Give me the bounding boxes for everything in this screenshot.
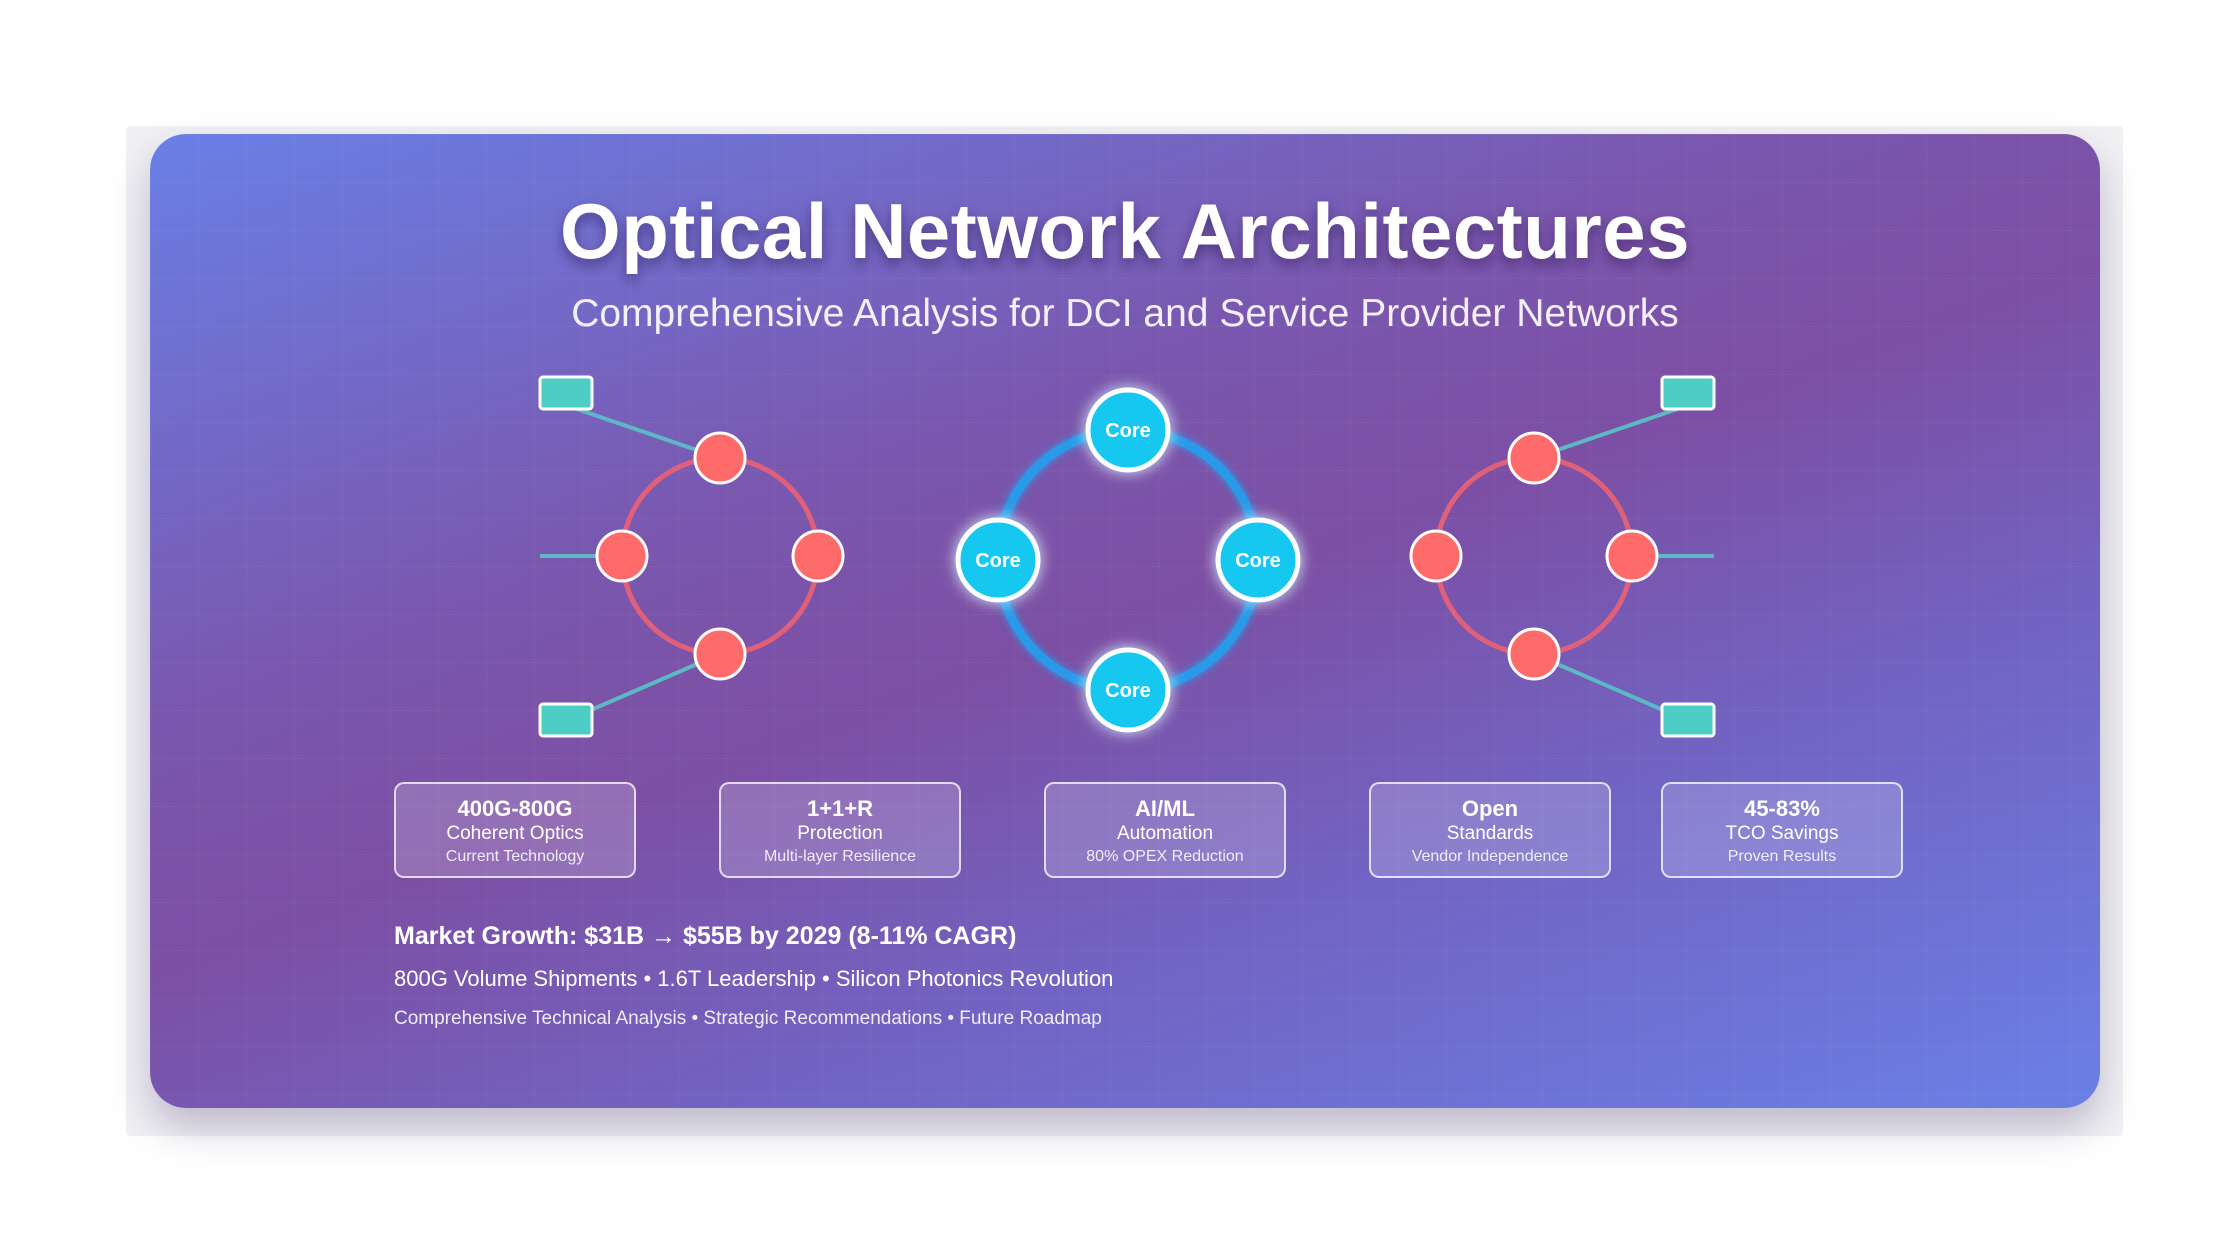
feature-card-automation: AI/ML Automation 80% OPEX Reduction bbox=[1044, 782, 1286, 878]
card-subheading: Automation bbox=[1116, 823, 1214, 844]
page-title: Optical Network Architectures bbox=[560, 187, 1690, 275]
feature-card-tco-savings: 45-83% TCO Savings Proven Results bbox=[1661, 782, 1903, 878]
right-ring-node-top bbox=[1507, 431, 1561, 485]
card-heading: 400G-800G bbox=[457, 796, 573, 821]
core-ring-network: Core Core Core Core bbox=[955, 387, 1301, 733]
left-ring-node-bottom bbox=[693, 627, 747, 681]
left-terminal-bottom bbox=[538, 702, 594, 738]
core-node-bottom: Core bbox=[1085, 647, 1171, 733]
core-node-top-label: Core bbox=[1105, 420, 1151, 442]
highlights-line: 800G Volume Shipments • 1.6T Leadership … bbox=[394, 966, 1114, 991]
card-subheading: TCO Savings bbox=[1725, 823, 1839, 844]
right-ring bbox=[1433, 455, 1635, 657]
page-subtitle: Comprehensive Analysis for DCI and Servi… bbox=[571, 292, 1679, 335]
core-node-left: Core bbox=[955, 517, 1041, 603]
card-subheading: Protection bbox=[797, 823, 883, 844]
left-terminal-top bbox=[538, 375, 594, 411]
core-node-right-label: Core bbox=[1235, 550, 1281, 572]
left-ring-node-right bbox=[791, 529, 845, 583]
hero-banner: Optical Network Architectures Comprehens… bbox=[150, 134, 2100, 1108]
core-node-right: Core bbox=[1215, 517, 1301, 603]
contents-line: Comprehensive Technical Analysis • Strat… bbox=[394, 1008, 1102, 1029]
card-heading: Open bbox=[1461, 796, 1519, 821]
card-subheading: Coherent Optics bbox=[446, 823, 584, 844]
card-heading: AI/ML bbox=[1135, 796, 1195, 821]
card-note: 80% OPEX Reduction bbox=[1086, 848, 1244, 865]
card-heading: 1+1+R bbox=[806, 796, 874, 821]
card-note: Vendor Independence bbox=[1411, 848, 1569, 865]
feature-card-protection: 1+1+R Protection Multi-layer Resilience bbox=[719, 782, 961, 878]
network-diagram: Core Core Core Core bbox=[538, 375, 1716, 738]
right-terminal-top bbox=[1660, 375, 1716, 411]
right-ring-node-bottom bbox=[1507, 627, 1561, 681]
card-note: Multi-layer Resilience bbox=[763, 848, 917, 865]
left-ring bbox=[619, 455, 821, 657]
market-growth-line: Market Growth: $31B → $55B by 2029 (8-11… bbox=[394, 922, 1017, 950]
right-terminal-bottom bbox=[1660, 702, 1716, 738]
right-ring-network bbox=[1409, 375, 1716, 738]
feature-card-open-standards: Open Standards Vendor Independence bbox=[1369, 782, 1611, 878]
card-subheading: Standards bbox=[1446, 823, 1534, 844]
right-link-top bbox=[1533, 404, 1687, 460]
left-ring-node-left bbox=[595, 529, 649, 583]
left-ring-node-top bbox=[693, 431, 747, 485]
right-ring-node-left bbox=[1409, 529, 1463, 583]
feature-card-coherent-optics: 400G-800G Coherent Optics Current Techno… bbox=[394, 782, 636, 878]
core-node-left-label: Core bbox=[975, 550, 1021, 572]
core-node-top: Core bbox=[1085, 387, 1171, 473]
right-ring-node-right bbox=[1605, 529, 1659, 583]
left-link-top bbox=[567, 404, 721, 460]
card-note: Proven Results bbox=[1727, 848, 1837, 865]
left-ring-network bbox=[538, 375, 845, 738]
card-heading: 45-83% bbox=[1744, 796, 1820, 821]
card-note: Current Technology bbox=[445, 848, 585, 865]
core-node-bottom-label: Core bbox=[1105, 680, 1151, 702]
